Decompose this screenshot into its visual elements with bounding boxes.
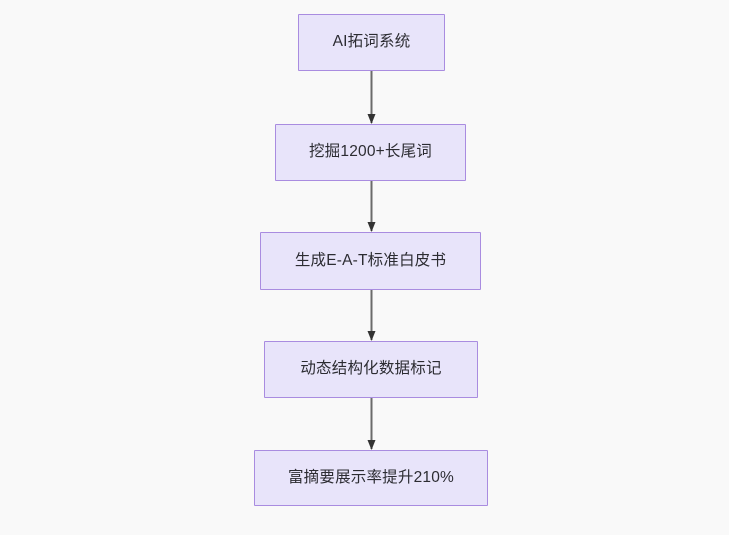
flowchart-node-label: 生成E-A-T标准白皮书 (294, 251, 447, 269)
flowchart-node-label: 富摘要展示率提升210% (287, 468, 455, 486)
flowchart-node-ai-keyword-system[interactable]: AI拓词系统 (298, 14, 445, 71)
flowchart-node-mine-longtail-keywords[interactable]: 挖掘1200+长尾词 (275, 124, 466, 181)
flowchart-node-dynamic-structured-data[interactable]: 动态结构化数据标记 (264, 341, 478, 398)
flowchart-node-rich-snippet-uplift[interactable]: 富摘要展示率提升210% (254, 450, 488, 506)
flowchart-node-label: 动态结构化数据标记 (300, 360, 442, 378)
flowchart-node-generate-eat-whitepaper[interactable]: 生成E-A-T标准白皮书 (260, 232, 481, 290)
flowchart-node-label: AI拓词系统 (332, 33, 411, 51)
flowchart-node-label: 挖掘1200+长尾词 (308, 143, 433, 161)
